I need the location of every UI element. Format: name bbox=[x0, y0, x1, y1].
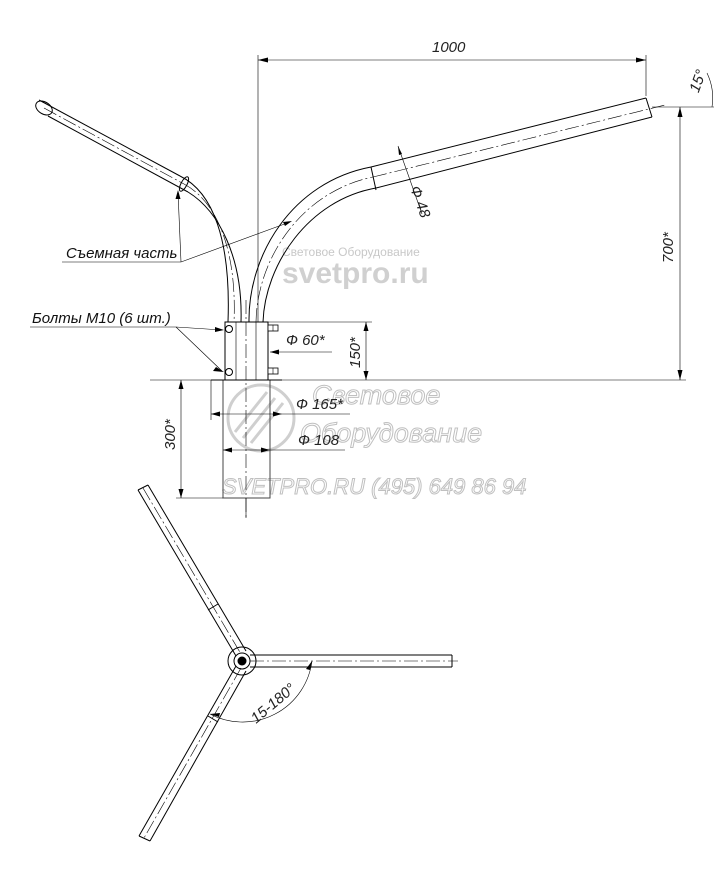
plan-arm-lower bbox=[138, 665, 247, 842]
leader-bolts: Болты М10 (6 шт.) bbox=[30, 310, 224, 372]
plan-view: 15-180° bbox=[137, 484, 458, 842]
left-arm bbox=[35, 99, 242, 323]
watermark-top: Световое Оборудование svetpro.ru bbox=[282, 245, 429, 290]
dim-60-label: Ф 60* bbox=[286, 332, 326, 349]
dim-108-label: Ф 108 bbox=[298, 432, 340, 449]
leader-removable-part: Съемная часть bbox=[62, 190, 292, 263]
label-bolts: Болты М10 (6 шт.) bbox=[32, 310, 171, 327]
dim-108: Ф 108 bbox=[223, 432, 345, 453]
watermark-logo-line3: SVETPRO.RU (495) 649 86 94 bbox=[222, 474, 526, 499]
dim-700: 700* bbox=[150, 107, 686, 381]
bolt-icon bbox=[225, 324, 279, 376]
dim-1000: 1000 bbox=[257, 39, 647, 322]
right-arm bbox=[248, 97, 666, 323]
dim-48-label: Ф 48 bbox=[406, 184, 433, 221]
dim-15-angle: 15° bbox=[652, 68, 714, 108]
plan-hub bbox=[227, 646, 257, 676]
plan-angle-dim: 15-180° bbox=[209, 660, 313, 727]
dim-300: 300* bbox=[162, 380, 223, 499]
label-removable-part: Съемная часть bbox=[66, 245, 177, 262]
dim-60: Ф 60* bbox=[270, 332, 332, 355]
dim-150: 150* bbox=[268, 321, 372, 380]
dim-1000-label: 1000 bbox=[432, 39, 466, 56]
watermark-logo-line2: Оборудование bbox=[300, 418, 482, 448]
plan-angle-label: 15-180° bbox=[248, 680, 299, 727]
dim-165: Ф 165* bbox=[210, 380, 350, 420]
dim-150-label: 150* bbox=[347, 336, 364, 368]
dim-165-label: Ф 165* bbox=[296, 396, 344, 413]
right-arm-joint bbox=[370, 166, 377, 191]
logo-emblem-icon bbox=[226, 383, 296, 453]
plan-arm-right bbox=[250, 654, 458, 668]
dim-700-label: 700* bbox=[660, 231, 677, 263]
watermark-logo: Световое Оборудование SVETPRO.RU (495) 6… bbox=[222, 380, 527, 500]
dim-15-label: 15° bbox=[686, 68, 710, 95]
watermark-small-text: Световое Оборудование bbox=[282, 245, 420, 259]
dim-300-label: 300* bbox=[162, 418, 179, 450]
plan-arm-upper bbox=[137, 484, 247, 657]
dim-48: Ф 48 bbox=[397, 145, 434, 221]
watermark-logo-line1: Световое bbox=[312, 380, 440, 410]
elevation-view: 1000 15° 700* Ф 48 Ф 60* bbox=[30, 39, 714, 518]
sleeve bbox=[224, 321, 279, 381]
watermark-big-text: svetpro.ru bbox=[282, 257, 429, 290]
left-arm-end bbox=[35, 100, 53, 116]
